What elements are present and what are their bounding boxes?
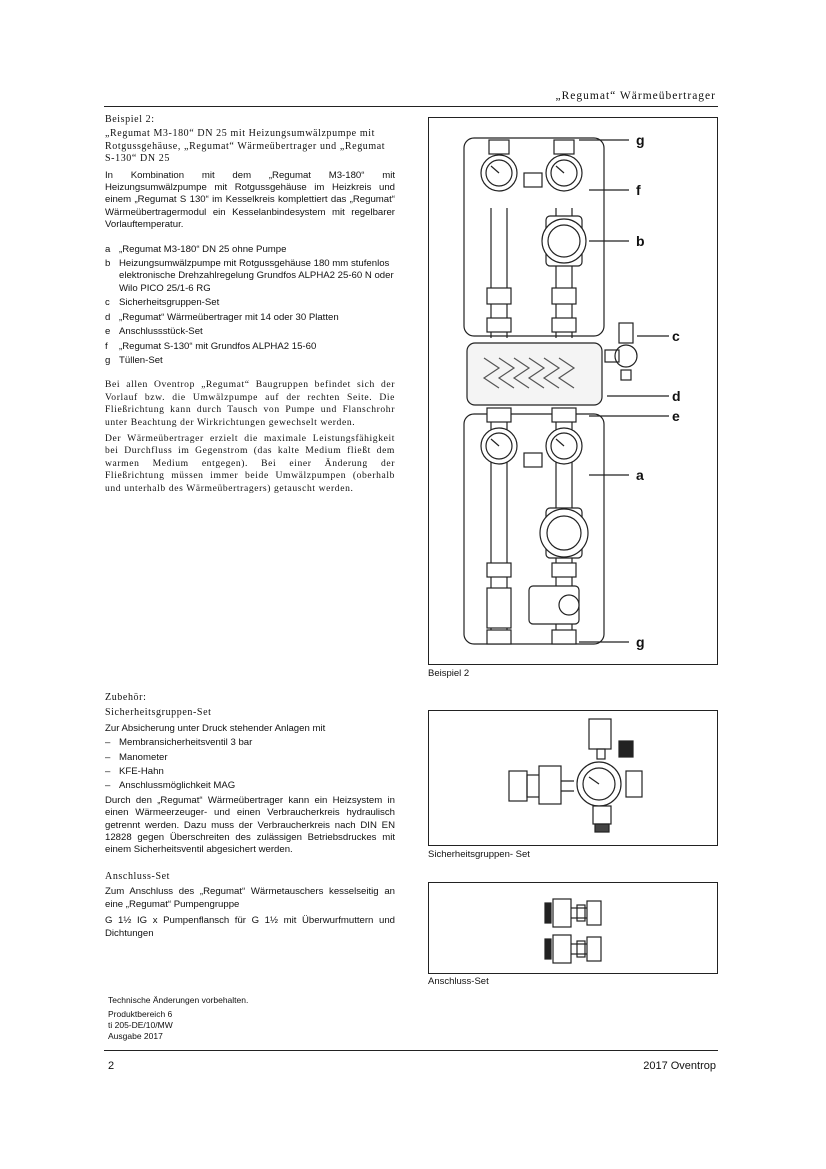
safety-set-heading: Sicherheitsgruppen-Set bbox=[105, 707, 212, 719]
counterflow-paragraph: Der Wärmeübertrager erzielt die maximale… bbox=[105, 432, 395, 494]
page-number: 2 bbox=[108, 1060, 115, 1072]
safety-text: Durch den „Regumat“ Wärmeübertrager kann… bbox=[105, 794, 395, 856]
label-g-bottom: g bbox=[636, 634, 645, 650]
safety-item: –Membransicherheitsventil 3 bar bbox=[105, 737, 395, 749]
connection-text-1: Zum Anschluss des „Regumat“ Wärmetausche… bbox=[105, 886, 395, 910]
component-item-f: f „Regumat S-130“ mit Grundfos ALPHA2 15-… bbox=[105, 341, 395, 353]
component-key: d bbox=[105, 311, 111, 323]
example-heading: Beispiel 2: bbox=[105, 114, 155, 125]
safety-item-text: Membransicherheitsventil 3 bar bbox=[119, 737, 253, 749]
component-text: „Regumat S-130“ mit Grundfos ALPHA2 15-6… bbox=[119, 340, 317, 352]
connection-set-figure bbox=[428, 882, 718, 974]
footer-rule bbox=[104, 1050, 718, 1051]
component-key: g bbox=[105, 354, 111, 366]
safety-item-text: KFE-Hahn bbox=[119, 766, 164, 778]
label-e: e bbox=[672, 408, 680, 424]
figure3-caption: Anschluss-Set bbox=[428, 976, 489, 987]
component-key: c bbox=[105, 297, 110, 309]
connection-text-2: G 1½ IG x Pumpenflansch für G 1½ mit Übe… bbox=[105, 915, 395, 939]
footer-note: Technische Änderungen vorbehalten. bbox=[108, 995, 249, 1005]
label-a: a bbox=[636, 467, 644, 483]
dash-bullet: – bbox=[105, 780, 111, 792]
component-text: „Regumat“ Wärmeübertrager mit 14 oder 30… bbox=[119, 311, 339, 323]
component-list: a „Regumat M3-180“ DN 25 ohne Pumpe b Heizu… bbox=[105, 244, 395, 368]
dash-bullet: – bbox=[105, 766, 111, 778]
component-key: a bbox=[105, 243, 111, 255]
safety-group-figure bbox=[428, 710, 718, 846]
accessories-heading: Zubehör: bbox=[105, 692, 147, 703]
component-item-c: c Sicherheitsgruppen-Set bbox=[105, 297, 395, 309]
example-subtitle: „Regumat M3-180“ DN 25 mit Heizungsumwäl… bbox=[105, 128, 386, 165]
label-c: c bbox=[672, 328, 680, 344]
component-item-g: g Tüllen-Set bbox=[105, 355, 395, 367]
safety-item: –Manometer bbox=[105, 752, 395, 764]
running-header: „Regumat“ Wärmeübertrager bbox=[555, 90, 716, 102]
accessories-section: Zubehör: Sicherheitsgruppen-Set Zur Absi… bbox=[105, 692, 395, 944]
component-key: b bbox=[105, 258, 111, 270]
component-item-a: a „Regumat M3-180“ DN 25 ohne Pumpe bbox=[105, 244, 395, 256]
safety-item: –Anschlussmöglichkeit MAG bbox=[105, 780, 395, 792]
component-key: f bbox=[105, 340, 108, 352]
component-item-b: b Heizungsumwälzpumpe mit Rotgussgehäuse … bbox=[105, 258, 395, 295]
label-d: d bbox=[672, 388, 681, 404]
upper-module-frame bbox=[463, 137, 605, 337]
connection-set-heading: Anschluss-Set bbox=[105, 870, 171, 882]
footer-line-3: Ausgabe 2017 bbox=[108, 1031, 163, 1041]
dash-bullet: – bbox=[105, 751, 111, 763]
footer-line-2: ti 205-DE/10/MW bbox=[108, 1020, 173, 1030]
lower-module-frame bbox=[463, 413, 605, 645]
component-text: Anschlussstück-Set bbox=[119, 326, 203, 338]
footer-line-1: Produktbereich 6 bbox=[108, 1009, 173, 1019]
connection-set-drawing bbox=[544, 898, 602, 964]
header-rule bbox=[104, 106, 718, 107]
component-text: „Regumat M3-180“ DN 25 ohne Pumpe bbox=[119, 243, 287, 255]
safety-item-text: Manometer bbox=[119, 751, 168, 763]
label-f: f bbox=[636, 182, 641, 198]
component-key: e bbox=[105, 326, 111, 338]
flow-direction-paragraph: Bei allen Oventrop „Regumat“ Baugruppen … bbox=[105, 379, 395, 428]
component-text: Sicherheitsgruppen-Set bbox=[119, 297, 220, 309]
safety-item: –KFE-Hahn bbox=[105, 766, 395, 778]
label-b: b bbox=[636, 233, 645, 249]
safety-items-list: –Membransicherheitsventil 3 bar–Manomete… bbox=[105, 737, 395, 793]
component-item-d: d „Regumat“ Wärmeübertrager mit 14 oder 3… bbox=[105, 312, 395, 324]
example-intro: In Kombination mit dem „Regumat M3-180“ … bbox=[105, 169, 395, 231]
assembly-figure: g f b c d e a g bbox=[428, 117, 718, 665]
component-text: Heizungsumwälzpumpe mit Rotgussgehäuse 1… bbox=[119, 258, 394, 294]
component-text: Tüllen-Set bbox=[119, 354, 163, 366]
figure1-caption: Beispiel 2 bbox=[428, 668, 470, 679]
component-item-e: e Anschlussstück-Set bbox=[105, 326, 395, 338]
figure2-caption: Sicherheitsgruppen- Set bbox=[428, 849, 530, 860]
safety-group-drawing bbox=[508, 718, 643, 833]
dash-bullet: – bbox=[105, 737, 111, 749]
assembly-drawing: g f b c d e a g bbox=[463, 132, 681, 650]
label-g-top: g bbox=[636, 132, 645, 148]
example-section: Beispiel 2: „Regumat M3-180“ DN 25 mit H… bbox=[105, 114, 395, 499]
safety-intro: Zur Absicherung unter Druck stehender An… bbox=[105, 722, 326, 734]
copyright: 2017 Oventrop bbox=[643, 1060, 716, 1072]
safety-item-text: Anschlussmöglichkeit MAG bbox=[119, 780, 236, 792]
